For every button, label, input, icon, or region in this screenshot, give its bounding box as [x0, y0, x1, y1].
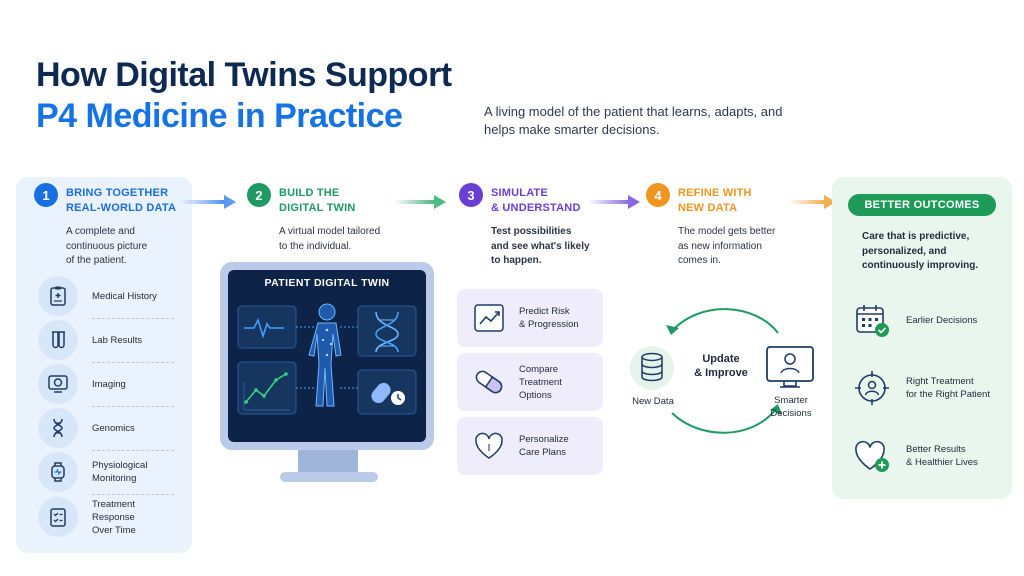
step-1-desc: A complete and continuous picture of the… [66, 226, 148, 266]
step-3-number: 3 [459, 183, 483, 207]
smartwatch-icon [38, 452, 78, 492]
outcome-item: Right Treatment for the Right Patient [852, 368, 1012, 408]
simulate-card: Predict Risk & Progression [457, 289, 603, 347]
data-sources-panel [16, 177, 192, 553]
step-4-title: REFINE WITH NEW DATA [678, 187, 752, 214]
calendar-check-icon [852, 300, 892, 340]
outcome-label: Right Treatment for the Right Patient [906, 376, 990, 400]
outcomes-desc: Care that is predictive, personalized, a… [862, 231, 979, 271]
screen-title: PATIENT DIGITAL TWIN [264, 277, 390, 289]
digital-twin-screen: PATIENT DIGITAL TWIN [228, 270, 426, 442]
heart-plus-icon [852, 436, 892, 476]
checklist-icon [38, 497, 78, 537]
page-title-line2: P4 Medicine in Practice [36, 97, 403, 135]
data-source-item: Imaging [38, 363, 178, 405]
update-improve-label: Update & Improve [694, 353, 748, 379]
trend-chart-icon [471, 300, 507, 336]
divider [92, 362, 174, 363]
arrow-right-icon [588, 195, 640, 209]
step-3-title: SIMULATE & UNDERSTAND [491, 187, 581, 214]
target-person-icon [852, 368, 892, 408]
data-source-label: Lab Results [92, 334, 143, 346]
data-source-item: Lab Results [38, 319, 178, 361]
clipboard-icon [38, 276, 78, 316]
step-2-number: 2 [247, 183, 271, 207]
arrow-right-icon [788, 195, 836, 209]
step-1-number: 1 [34, 183, 58, 207]
simulate-card-label: Personalize Care Plans [519, 434, 569, 458]
scanner-icon [38, 364, 78, 404]
refine-cycle-diagram [630, 308, 814, 434]
outcome-item: Earlier Decisions [852, 300, 1012, 340]
step-1-title: BRING TOGETHER REAL-WORLD DATA [66, 187, 177, 214]
data-source-item: Physiological Monitoring [38, 451, 178, 493]
heart-pulse-icon [471, 428, 507, 464]
outcomes-pill: BETTER OUTCOMES [848, 194, 996, 216]
outcome-item: Better Results & Healthier Lives [852, 436, 1012, 476]
step-4-desc: The model gets better as new information… [678, 226, 776, 266]
smarter-decisions-label: Smarter Decisions [770, 395, 812, 419]
arrow-right-icon [180, 195, 236, 209]
divider [92, 318, 174, 319]
data-source-item: Medical History [38, 275, 178, 317]
divider [92, 494, 174, 495]
outcome-label: Better Results & Healthier Lives [906, 444, 978, 468]
data-source-label: Genomics [92, 422, 135, 434]
database-icon [641, 352, 663, 382]
dna-icon [38, 408, 78, 448]
step-4-number: 4 [646, 183, 670, 207]
data-source-label: Imaging [92, 378, 126, 390]
data-source-label: Physiological Monitoring [92, 460, 148, 484]
step-3-desc: Test possibilities and see what's likely… [491, 226, 590, 266]
outcome-label: Earlier Decisions [906, 314, 978, 326]
divider [92, 450, 174, 451]
monitor-stand [298, 450, 358, 474]
page-title-line1: How Digital Twins Support [36, 56, 452, 94]
monitor-base [280, 472, 378, 482]
divider [92, 406, 174, 407]
simulate-card: Compare Treatment Options [457, 353, 603, 411]
simulate-card-label: Compare Treatment Options [519, 363, 562, 401]
pill-capsule-icon [471, 364, 507, 400]
digital-twin-illustration [237, 303, 417, 415]
data-source-label: Treatment Response Over Time [92, 498, 136, 536]
test-tubes-icon [38, 320, 78, 360]
data-source-item: Genomics [38, 407, 178, 449]
simulate-card: Personalize Care Plans [457, 417, 603, 475]
data-source-label: Medical History [92, 290, 157, 302]
monitor-user-icon [766, 346, 814, 388]
simulate-card-label: Predict Risk & Progression [519, 306, 579, 330]
step-2-title: BUILD THE DIGITAL TWIN [279, 187, 356, 214]
data-source-item: Treatment Response Over Time [38, 496, 178, 538]
step-2-desc: A virtual model tailored to the individu… [279, 226, 381, 252]
new-data-label: New Data [632, 396, 674, 407]
arrow-right-icon [394, 195, 446, 209]
page-subtitle: A living model of the patient that learn… [484, 104, 783, 137]
